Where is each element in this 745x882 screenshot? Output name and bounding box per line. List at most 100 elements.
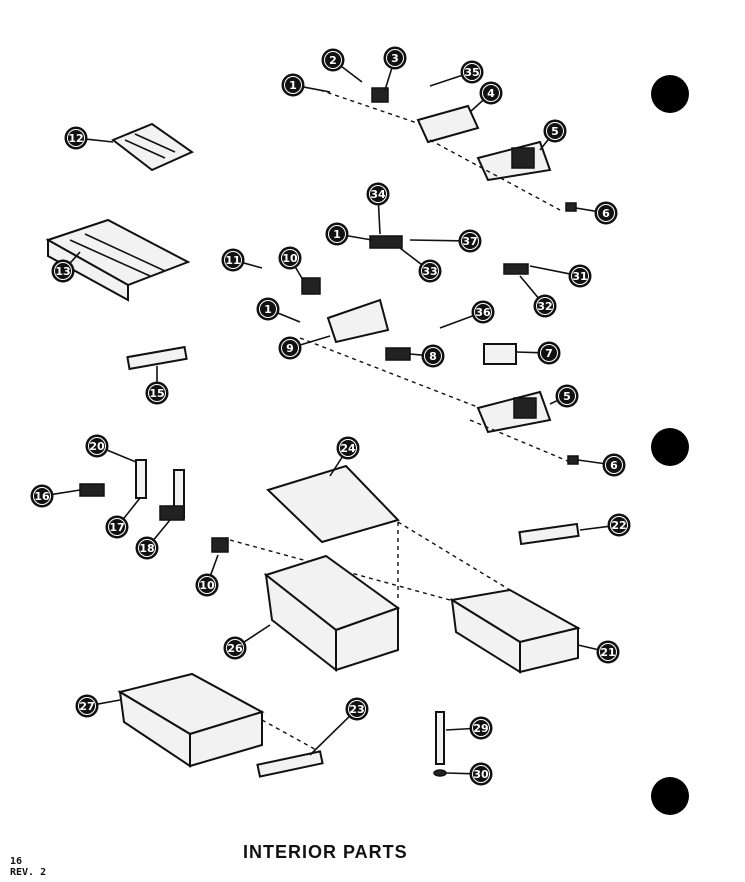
callout-ring [482, 84, 500, 102]
callout-bubble [135, 536, 159, 560]
callout-ring [605, 456, 623, 474]
callout-3: 3 [383, 46, 407, 91]
callout-leader-line [377, 204, 381, 235]
callout-ring [281, 339, 299, 357]
callout-number: 1 [289, 79, 297, 92]
callout-leader-line [69, 251, 81, 264]
callout-number: 23 [349, 703, 364, 716]
callout-leader-line [549, 399, 558, 405]
part-crisper-pan-right [449, 588, 581, 674]
callout-number: 6 [602, 207, 610, 220]
callout-ring [472, 765, 490, 783]
callout-ring [386, 49, 404, 67]
callout-ring [424, 347, 442, 365]
callout-1: 1 [281, 73, 331, 97]
callout-2: 2 [321, 48, 363, 83]
callout-30: 30 [445, 762, 493, 786]
callout-leader-line [106, 449, 137, 463]
callout-bubble [325, 222, 349, 246]
callout-7: 7 [515, 341, 561, 365]
callout-ring [198, 576, 216, 594]
callout-bubble [602, 453, 626, 477]
callout-bubble [321, 48, 345, 72]
callout-number: 36 [475, 306, 491, 319]
callout-leader-line [409, 239, 460, 242]
callout-ring [226, 639, 244, 657]
callout-bubble [418, 259, 442, 283]
callout-34: 34 [366, 182, 390, 235]
callout-13: 13 [51, 251, 81, 283]
callout-leader-line [445, 772, 471, 775]
callout-bubble [256, 297, 280, 321]
callout-leader-line [439, 315, 473, 329]
callout-10: 10 [195, 554, 219, 597]
callout-bubble [421, 344, 445, 368]
binder-hole-top [651, 75, 689, 113]
callout-12: 12 [64, 126, 114, 150]
callout-number: 2 [329, 54, 337, 67]
callout-leader-line [399, 247, 422, 265]
callout-ring [138, 539, 156, 557]
callout-number: 33 [422, 265, 437, 278]
callout-ring [474, 303, 492, 321]
part-crisper-pan-left [263, 554, 401, 673]
callout-ring [421, 262, 439, 280]
callout-number: 29 [473, 722, 488, 735]
callout-ring [540, 344, 558, 362]
callout-ring [88, 437, 106, 455]
callout-leader-line [577, 459, 604, 465]
callout-ring [558, 387, 576, 405]
callout-leader-line [529, 265, 570, 275]
callout-bubble [85, 434, 109, 458]
callout-21: 21 [577, 640, 620, 664]
callout-ring [78, 697, 96, 715]
callout-leader-line [52, 489, 81, 496]
callout-leader-line [341, 66, 363, 83]
callout-bubble [607, 513, 631, 537]
callout-27: 27 [75, 694, 121, 718]
callout-number: 10 [282, 252, 298, 265]
callout-ring [536, 297, 554, 315]
callout-26: 26 [223, 624, 271, 660]
callout-ring [348, 700, 366, 718]
callout-ring [33, 487, 51, 505]
callout-number: 34 [370, 188, 386, 201]
callout-leader-line [86, 138, 114, 143]
callout-bubble [278, 336, 302, 360]
callout-number: 12 [68, 132, 83, 145]
callout-number: 37 [462, 235, 477, 248]
callout-5: 5 [539, 119, 567, 151]
callout-11: 11 [221, 248, 263, 272]
callout-number: 8 [429, 350, 437, 363]
callout-number: 17 [109, 521, 124, 534]
callout-leader-line [294, 267, 304, 281]
callout-bubble [594, 201, 618, 225]
callout-9: 9 [278, 335, 331, 360]
callout-number: 10 [199, 579, 215, 592]
callout-number: 20 [89, 440, 105, 453]
callout-20: 20 [85, 434, 137, 463]
callout-number: 21 [600, 646, 615, 659]
callout-24: 24 [329, 436, 360, 477]
callout-bubble [278, 246, 302, 270]
callout-bubble [460, 60, 484, 84]
callout-number: 3 [391, 52, 399, 65]
callout-bubble [145, 381, 169, 405]
callout-bubble [543, 119, 567, 143]
callout-ring [328, 225, 346, 243]
callout-number: 26 [227, 642, 243, 655]
callout-number: 4 [487, 87, 495, 100]
callout-ring [324, 51, 342, 69]
callout-17: 17 [105, 497, 141, 539]
callout-number: 32 [537, 300, 552, 313]
callout-bubble [336, 436, 360, 460]
revision-label: REV. 2 [10, 867, 47, 878]
callout-bubble [366, 182, 390, 206]
callout-31: 31 [529, 264, 592, 288]
callout-bubble [105, 515, 129, 539]
part-control-housing-mid [299, 235, 579, 465]
callout-1: 1 [256, 297, 301, 323]
callout-22: 22 [579, 513, 631, 537]
callout-36: 36 [439, 300, 495, 329]
callout-16: 16 [30, 484, 81, 508]
